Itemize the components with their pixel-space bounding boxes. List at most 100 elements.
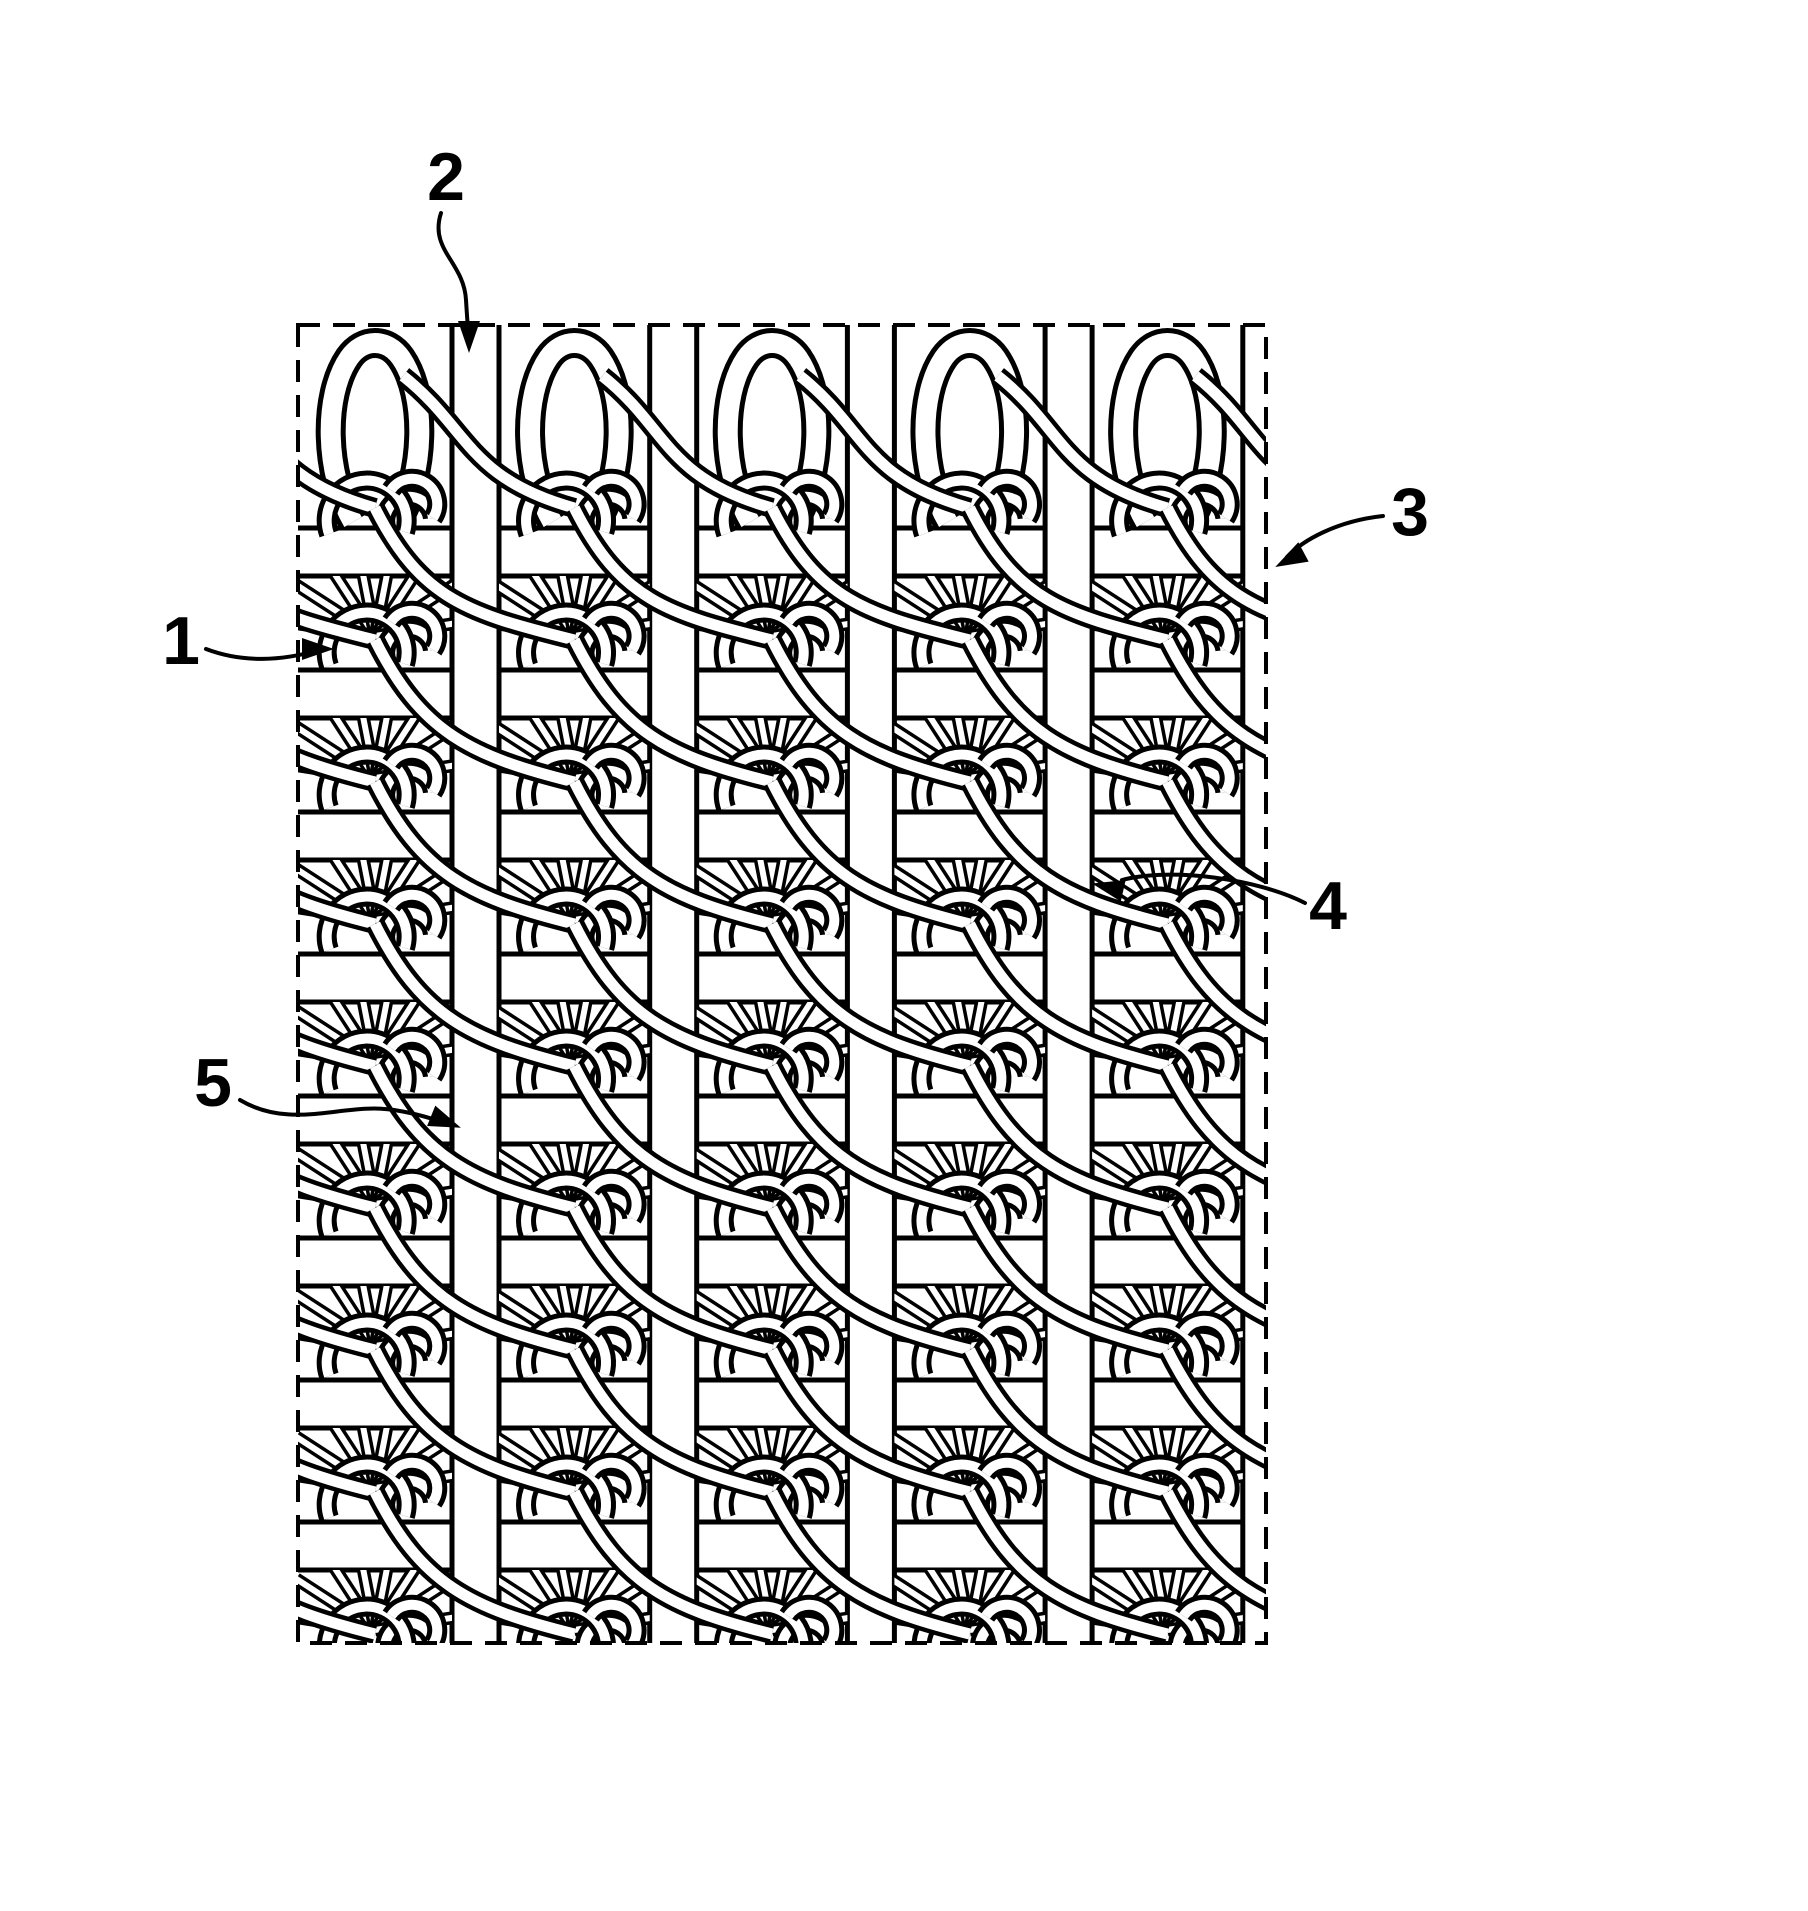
loop-small-ring-over-core <box>783 605 840 653</box>
loop-head-arc-core <box>1114 1459 1205 1520</box>
diagonal-underlap-yarn-core <box>569 505 774 646</box>
loop-head-arc-core <box>321 1175 412 1236</box>
loop-head-arc-core <box>1114 891 1205 952</box>
loop-small-ring-over-core <box>1179 1173 1235 1221</box>
loop-small-ring-over-core <box>386 1457 443 1505</box>
teardrop-loop-core <box>1113 333 1222 528</box>
loop-head-arc-core <box>916 891 1007 952</box>
diagonal-underlap-yarn-core <box>1162 779 1266 897</box>
figure-label-5: 5 <box>194 1045 461 1128</box>
diagonal-underlap-yarn-core <box>370 1205 576 1356</box>
loop-head-arc-core <box>718 475 809 536</box>
stitch-loop-knot <box>316 742 448 812</box>
loop-head-arc-core <box>718 891 809 952</box>
loop-head-arc-core <box>1114 749 1205 810</box>
loop-small-ring-over-core <box>1179 473 1235 521</box>
loop-small-ring-over-core <box>386 605 443 653</box>
diagonal-underlap-yarn-core <box>767 637 972 788</box>
loop-small-ring-over-core <box>1179 1315 1235 1363</box>
diagonal-underlap-yarn-core <box>767 1489 972 1640</box>
diagonal-underlap-yarn-core <box>298 894 377 930</box>
diagonal-underlap-yarn-core <box>964 1347 1169 1498</box>
loop-small-ring-over-core <box>981 747 1037 795</box>
diagonal-underlap-yarn-core <box>1162 1205 1266 1323</box>
loop-small-ring-over-core <box>981 605 1037 653</box>
loop-small-ring-over-core <box>386 1599 443 1643</box>
loop-head-arc-core <box>321 1033 412 1094</box>
diagonal-underlap-yarn-core <box>569 779 774 930</box>
loop-head-arc-core <box>1114 607 1205 668</box>
loop-small-ring-over-core <box>981 473 1037 521</box>
loop-head-arc-core <box>916 1459 1007 1520</box>
label-arrowhead <box>458 321 480 353</box>
diagonal-underlap-yarn-core <box>569 921 774 1072</box>
diagonal-underlap-yarn-core <box>298 465 377 514</box>
teardrop-cell <box>1108 328 1240 538</box>
stitch-cell <box>298 1570 452 1643</box>
loop-head-arc-core <box>916 1175 1007 1236</box>
figure-label-4: 4 <box>1092 868 1347 944</box>
loop-head-arc-core <box>521 1317 612 1378</box>
diagonal-underlap-yarn-core <box>767 1347 972 1498</box>
teardrop-loop-core <box>520 333 629 528</box>
label-arrowhead <box>427 1105 461 1128</box>
teardrop-loop-core <box>320 333 430 528</box>
loop-head-arc-core <box>916 1601 1007 1643</box>
loop-head-arc-core <box>521 749 612 810</box>
loop-small-ring-over-core <box>783 1173 840 1221</box>
teardrop-loop-core <box>717 333 827 528</box>
label-number-1: 1 <box>162 603 200 679</box>
loop-head-arc-core <box>521 1033 612 1094</box>
teardrop-loop-core <box>915 333 1024 528</box>
loop-head-arc-core <box>718 1033 809 1094</box>
loop-small-ring-over-core <box>981 889 1037 937</box>
figure-label-2: 2 <box>427 139 480 353</box>
diagonal-underlap-yarn-core <box>964 1063 1169 1214</box>
loop-head-arc-core <box>521 1175 612 1236</box>
loop-small-ring-over-core <box>386 1315 443 1363</box>
loop-small-ring-over-core <box>783 1457 840 1505</box>
diagonal-underlap-yarn-core <box>370 1063 576 1214</box>
loop-head-arc-core <box>718 1601 809 1643</box>
loop-small-ring-over-core <box>586 747 642 795</box>
loop-small-ring-over-core <box>783 747 840 795</box>
loop-small-ring-over-core <box>1179 889 1235 937</box>
loop-head-arc-core <box>916 749 1007 810</box>
diagonal-underlap-yarn-core <box>964 1489 1169 1640</box>
loop-small-ring-over-core <box>783 1599 840 1643</box>
diagonal-underlap-yarn-core <box>370 637 576 788</box>
loop-small-ring-over-core <box>386 747 443 795</box>
reference-labels: 1 2 3 4 5 <box>162 139 1429 1128</box>
diagonal-underlap-yarn-core <box>370 1347 576 1498</box>
teardrop-cell <box>515 328 647 538</box>
diagonal-underlap-yarn-core <box>298 1462 377 1498</box>
loop-small-ring-over-core <box>586 889 642 937</box>
stitch-loop-knot <box>316 884 448 954</box>
label-arrowhead <box>1092 880 1126 902</box>
diagonal-underlap-yarn-core <box>370 505 576 646</box>
diagonal-underlap-yarn-core <box>1162 1347 1266 1465</box>
diagonal-underlap-yarn-core <box>964 637 1169 788</box>
loop-head-arc-core <box>321 607 412 668</box>
loop-head-arc-core <box>1114 1175 1205 1236</box>
stitch-cell <box>499 860 650 954</box>
loop-head-arc-core <box>916 475 1007 536</box>
warp-band <box>452 325 499 1643</box>
loop-head-arc-core <box>321 749 412 810</box>
loop-head-arc-core <box>321 1317 412 1378</box>
diagonal-underlap-yarn-core <box>598 371 774 514</box>
diagonal-underlap-yarn-core <box>399 371 576 514</box>
diagonal-underlap-yarn-core <box>1162 505 1266 616</box>
label-arrowhead <box>302 638 334 660</box>
stitch-loop-knot <box>316 1168 448 1238</box>
warp-band <box>847 325 895 1643</box>
label-number-4: 4 <box>1309 868 1347 944</box>
loop-small-ring-over-core <box>1179 1457 1235 1505</box>
label-number-3: 3 <box>1391 474 1429 550</box>
stitch-loop-knot <box>911 1594 1042 1643</box>
loop-head-arc-core <box>718 1459 809 1520</box>
loop-small-ring-over-core <box>1179 1599 1235 1643</box>
diagonal-underlap-yarn-core <box>298 1604 377 1640</box>
diagonal-underlap-yarn-core <box>298 1036 377 1072</box>
diagonal-underlap-yarn-core <box>569 1063 774 1214</box>
